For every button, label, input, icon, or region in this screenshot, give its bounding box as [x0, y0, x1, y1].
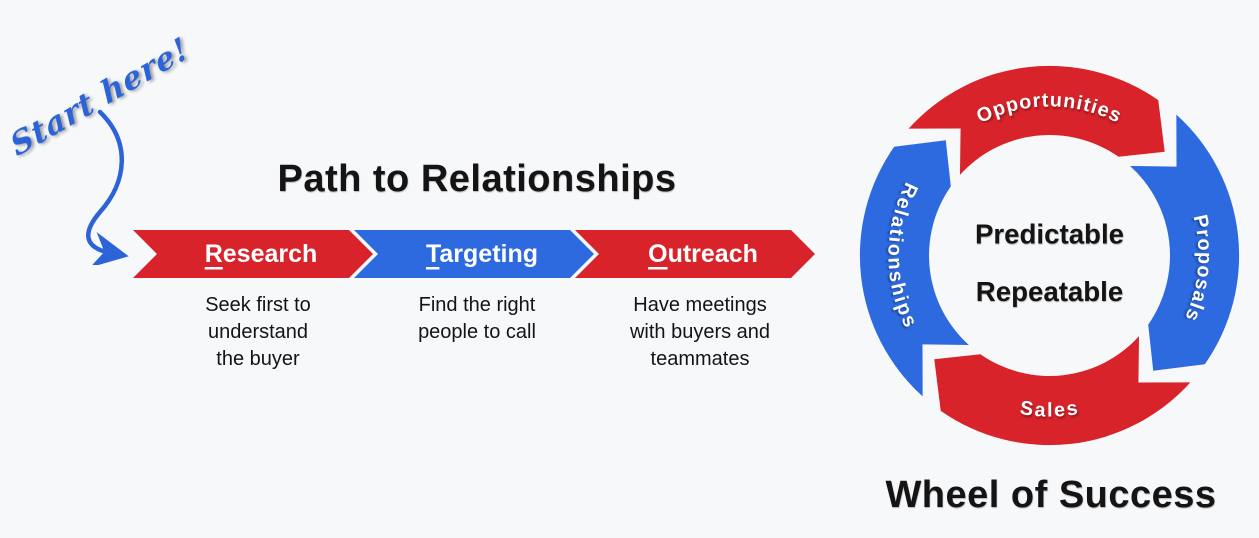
- step-rest-research: esearch: [223, 240, 318, 268]
- wheel-segment-opportunities: [908, 65, 1165, 175]
- step-description-outreach: Have meetings with buyers and teammates: [629, 294, 771, 370]
- wheel-segment-relationships: [859, 140, 969, 397]
- wheel-segment-proposals: [1130, 114, 1240, 371]
- step-initial-outreach: O: [648, 240, 667, 268]
- step-arrow-research: [133, 230, 373, 278]
- wheel-section-title: Wheel of Success: [885, 474, 1217, 516]
- step-description-research: Seek first to understand the buyer: [205, 294, 311, 370]
- step-label-outreach: Outreach: [648, 240, 758, 268]
- wheel-segment-sales: [934, 336, 1191, 446]
- step-rest-targeting: argeting: [439, 240, 538, 268]
- process-steps-band: Research Targeting Outreach: [133, 230, 815, 278]
- step-arrow-targeting: [354, 230, 594, 278]
- step-initial-research: R: [205, 240, 223, 268]
- wheel-label-sales: Sales: [1019, 397, 1081, 422]
- path-section-title: Path to Relationships: [277, 158, 677, 200]
- wheel-center-line1: Predictable: [975, 219, 1124, 250]
- step-description-targeting: Find the right people to call: [418, 294, 536, 343]
- start-here-curved-arrow-icon: [86, 109, 129, 265]
- step-rest-outreach: utreach: [668, 240, 758, 268]
- step-initial-targeting: T: [426, 240, 441, 268]
- squiggle-path: [86, 109, 129, 265]
- step-label-research: Research: [205, 240, 318, 268]
- step-label-targeting: Targeting: [426, 240, 538, 268]
- wheel-of-success: Opportunities Proposals Sales Relationsh…: [859, 65, 1240, 446]
- step-arrow-outreach: [575, 230, 815, 278]
- wheel-center-line2: Repeatable: [976, 276, 1123, 307]
